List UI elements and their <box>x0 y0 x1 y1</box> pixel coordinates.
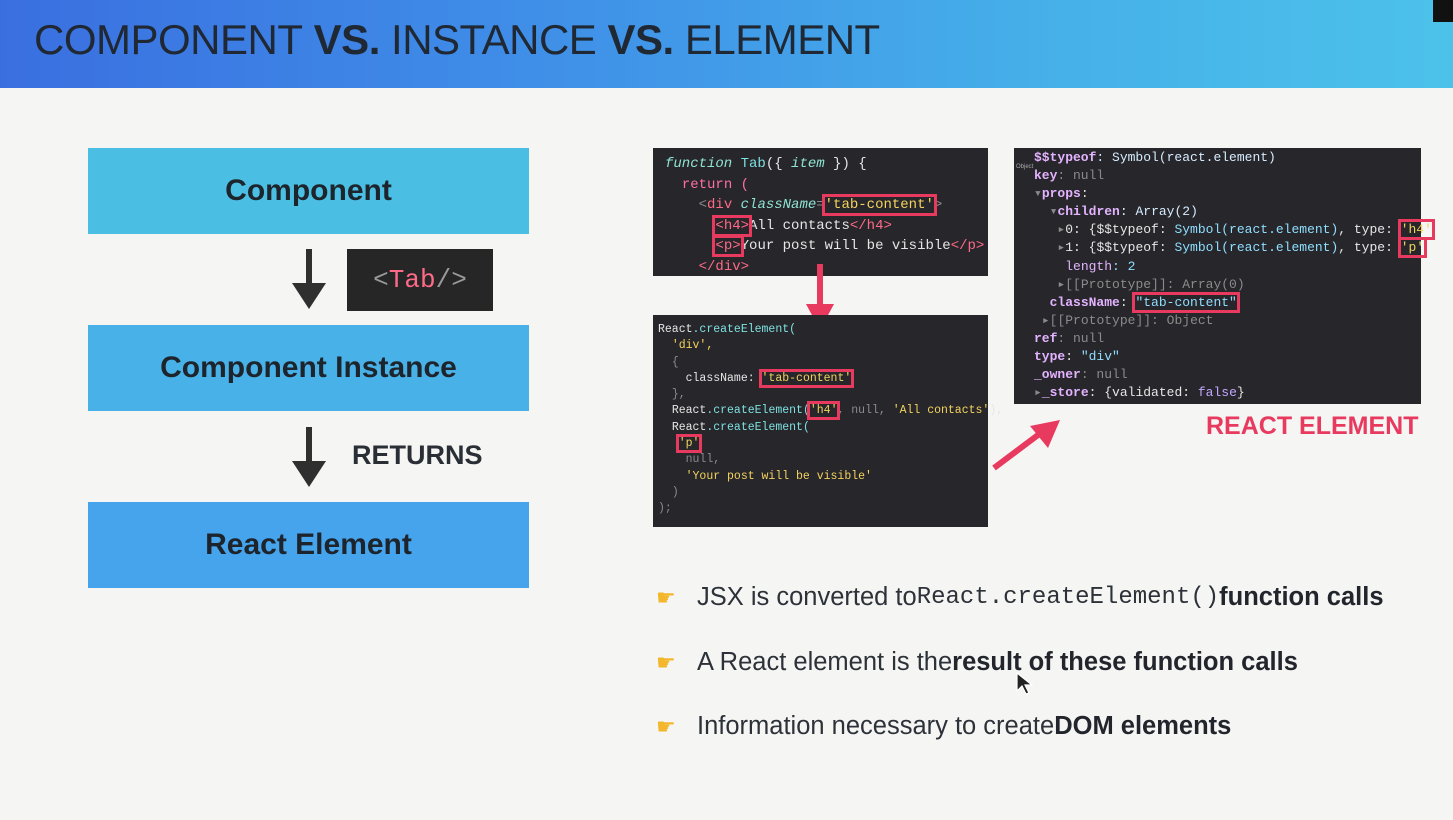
mouse-cursor-icon <box>1016 671 1034 695</box>
highlight-tab-content: "tab-content" <box>1132 291 1240 313</box>
component-instance-box: Component Instance <box>88 325 529 411</box>
highlight-tab-content: 'tab-content' <box>821 194 937 216</box>
create-element-code-block: React.createElement( 'div', { className:… <box>653 315 1003 527</box>
react-element-object: Object$$typeof: Symbol(react.element) ke… <box>1014 148 1435 404</box>
bullet-react-element-result: ☛ A React element is the result of these… <box>656 648 1298 676</box>
highlight-p: 'p' <box>675 434 703 454</box>
slide-header: COMPONENT VS. INSTANCE VS. ELEMENT <box>0 0 1453 88</box>
bullet-dom-information: ☛ Information necessary to create DOM el… <box>656 712 1232 740</box>
highlight-h4: 'h4' <box>806 401 841 421</box>
pointing-hand-icon: ☛ <box>656 584 676 610</box>
pointing-hand-icon: ☛ <box>656 649 676 675</box>
highlight-tab-content: 'tab-content' <box>758 368 855 388</box>
highlight-h4: 'h4' <box>1397 219 1435 241</box>
returns-label: RETURNS <box>352 440 483 470</box>
tab-jsx-chip: <Tab /> <box>347 249 493 311</box>
react-element-label: REACT ELEMENT <box>1206 412 1419 440</box>
down-arrow-icon <box>292 249 326 309</box>
highlight-h4: <h4> <box>712 214 752 237</box>
slide-title: COMPONENT VS. INSTANCE VS. ELEMENT <box>34 16 880 63</box>
component-box: Component <box>88 148 529 234</box>
react-element-box: React Element <box>88 502 529 588</box>
jsx-code-block: function Tab({ item }) { return ( <div c… <box>653 148 988 276</box>
down-arrow-icon <box>292 427 326 487</box>
highlight-p: <p> <box>712 235 744 257</box>
highlight-p: 'p' <box>1397 237 1428 259</box>
corner-block <box>1433 0 1453 22</box>
pointing-hand-icon: ☛ <box>656 713 676 739</box>
bullet-jsx-converted: ☛ JSX is converted to React.createElemen… <box>656 583 1384 611</box>
diagonal-arrow-icon <box>992 420 1060 471</box>
